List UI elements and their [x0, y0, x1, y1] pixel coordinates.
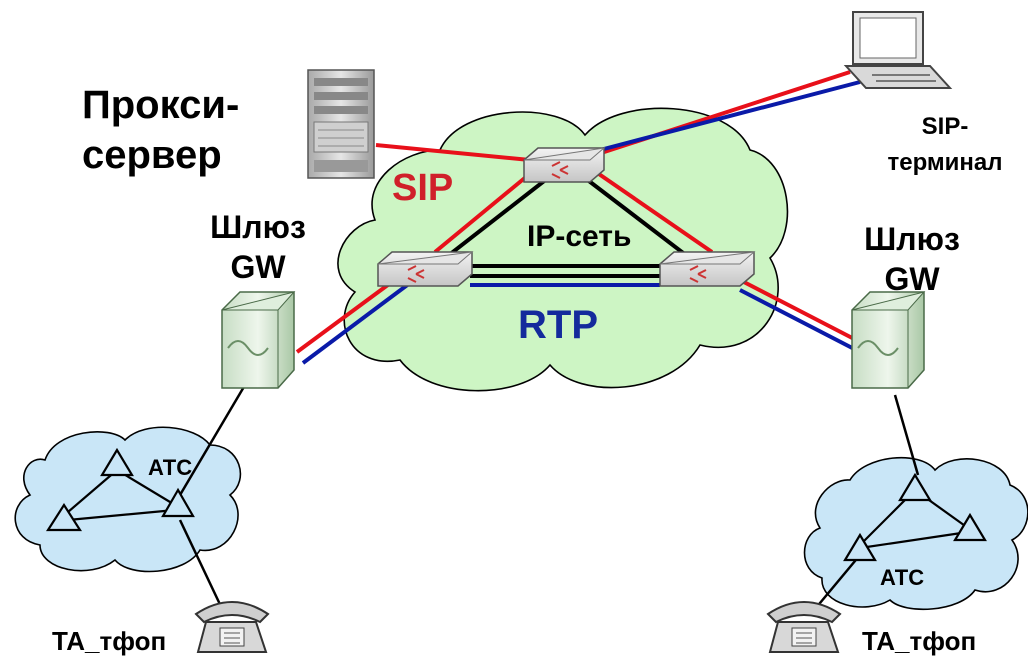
gateway-left-icon [221, 291, 296, 389]
ats-network-left [45, 447, 195, 532]
sip-terminal-label-line2: терминал [887, 149, 1002, 176]
rtp-switch-to-terminal [599, 80, 861, 152]
proxy-server-icon [307, 69, 375, 179]
ats-link [67, 469, 118, 513]
gw-left-to-ats [178, 384, 247, 496]
ats-node-triangle [100, 447, 134, 477]
ats-node-triangle [898, 472, 932, 502]
ats-node-triangle [843, 532, 877, 562]
ip-switch-top [523, 147, 606, 183]
telephone-left-icon [194, 601, 270, 653]
gw-right-to-ats [893, 394, 920, 476]
gateway-right-icon [851, 291, 926, 389]
sip-terminal-icon [843, 11, 953, 89]
sip-left-to-gw [295, 274, 402, 354]
ats-left-label: АТС [148, 455, 192, 480]
gateway-left-label-line2: GW [230, 249, 286, 285]
link-top-left [438, 176, 550, 264]
ats-network-right [843, 472, 987, 562]
gateway-left-label-line1: Шлюз [210, 209, 306, 245]
sip-top-to-left [433, 170, 534, 254]
rtp-left-to-gw [301, 281, 412, 365]
ip-network-links [438, 176, 697, 278]
ats-node-triangle [161, 487, 195, 518]
ip-switch-left [377, 251, 474, 287]
gateway-right-label-line1: Шлюз [864, 221, 960, 257]
sip-top-to-right [594, 170, 714, 254]
ip-switch-right [659, 251, 756, 287]
phone-right-label: ТА_тфоп [862, 626, 976, 656]
ats-node-triangle [953, 512, 987, 542]
ats-left-to-phone [178, 519, 227, 616]
gateway-right-label-line2: GW [884, 261, 940, 297]
ats-right-label: АТС [880, 565, 924, 590]
pstn-cloud-left [14, 426, 242, 573]
telephone-right-icon [766, 601, 842, 653]
ip-network-label: IP-сеть [527, 220, 631, 253]
link-top-right [583, 176, 697, 264]
rtp-right-to-gw [739, 288, 861, 354]
ip-network-cloud [337, 107, 789, 392]
sip-proxy-to-switch [375, 143, 531, 162]
proxy-server-label-line2: сервер [82, 133, 222, 177]
ats-node-triangle [45, 502, 83, 532]
proxy-server-label-line1: Прокси- [82, 83, 239, 127]
sip-right-to-gw [739, 278, 861, 344]
phone-left-label: ТА_тфоп [52, 626, 166, 656]
rtp-media-paths [301, 80, 861, 365]
pstn-links [178, 384, 920, 616]
rtp-protocol-label: RTP [518, 303, 598, 347]
pstn-cloud-right [803, 456, 1028, 611]
ats-link [859, 530, 969, 550]
ats-link [67, 508, 176, 522]
sip-terminal-label-line1: SIP- [922, 113, 969, 140]
sip-protocol-label: SIP [392, 167, 453, 209]
